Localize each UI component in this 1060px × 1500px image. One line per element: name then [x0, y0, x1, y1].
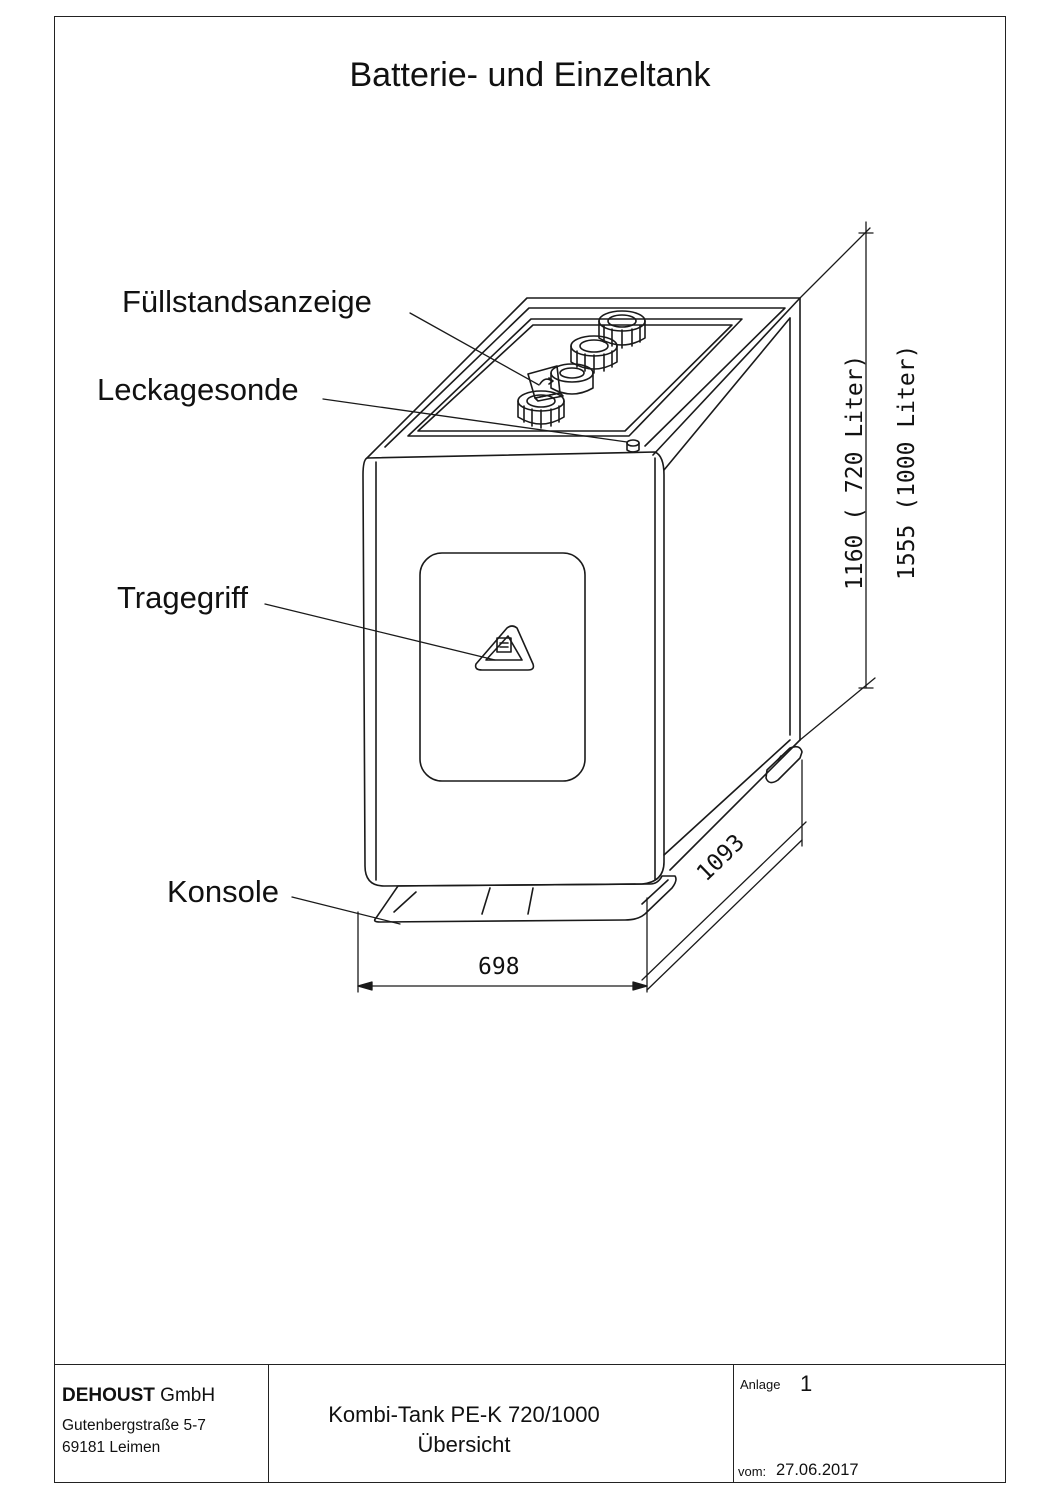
date-value: 27.06.2017: [776, 1461, 859, 1479]
date-label: vom:: [738, 1464, 767, 1479]
konsole-base: [373, 875, 677, 923]
product-subtitle: Übersicht: [417, 1432, 511, 1457]
company-name: DEHOUST GmbH: [62, 1385, 215, 1407]
company-name-bold: DEHOUST: [62, 1385, 155, 1406]
drawing-title: Batterie- und Einzeltank: [349, 56, 711, 94]
dimension-width: 698: [478, 954, 520, 980]
label-konsole: Konsole: [167, 874, 280, 909]
label-fuellstandsanzeige: Füllstandsanzeige: [122, 284, 372, 319]
top-caps: [517, 310, 646, 453]
dimension-height-1000: 1555 (1000 Liter): [894, 344, 920, 580]
tank-side-face: [663, 297, 801, 871]
title-block-product-cell: Kombi-Tank PE-K 720/1000 Übersicht: [268, 1365, 734, 1483]
anlage-value: 1: [800, 1371, 813, 1396]
leader-lines: [264, 312, 628, 925]
product-name: Kombi-Tank PE-K 720/1000: [328, 1402, 600, 1427]
title-block-company-cell: DEHOUST GmbH Gutenbergstraße 5-7 69181 L…: [54, 1365, 269, 1483]
fuellstandsanzeige-gauge: [527, 365, 564, 402]
tank-top-face: [366, 297, 801, 459]
cap-4: [517, 390, 565, 429]
tank-front-face: [362, 451, 665, 887]
dimension-height-720: 1160 ( 720 Liter): [842, 354, 868, 590]
rear-foot: [765, 745, 803, 784]
company-name-suffix: GmbH: [154, 1385, 216, 1406]
label-tragegriff: Tragegriff: [117, 580, 248, 615]
cap-1: [598, 310, 646, 349]
company-city: 69181 Leimen: [62, 1439, 161, 1456]
dimension-lines: [357, 221, 876, 993]
company-street: Gutenbergstraße 5-7: [62, 1417, 206, 1434]
title-block: DEHOUST GmbH Gutenbergstraße 5-7 69181 L…: [54, 1364, 1006, 1483]
leckagesonde-probe: [626, 439, 640, 453]
tragegriff-handle: [419, 552, 586, 782]
cap-3: [550, 363, 594, 395]
cap-2: [570, 335, 618, 374]
drawing-sheet-border: [54, 16, 1006, 1483]
title-block-meta-cell: Anlage 1 vom: 27.06.2017: [733, 1365, 1006, 1483]
anlage-label: Anlage: [740, 1377, 781, 1392]
label-leckagesonde: Leckagesonde: [97, 372, 299, 407]
